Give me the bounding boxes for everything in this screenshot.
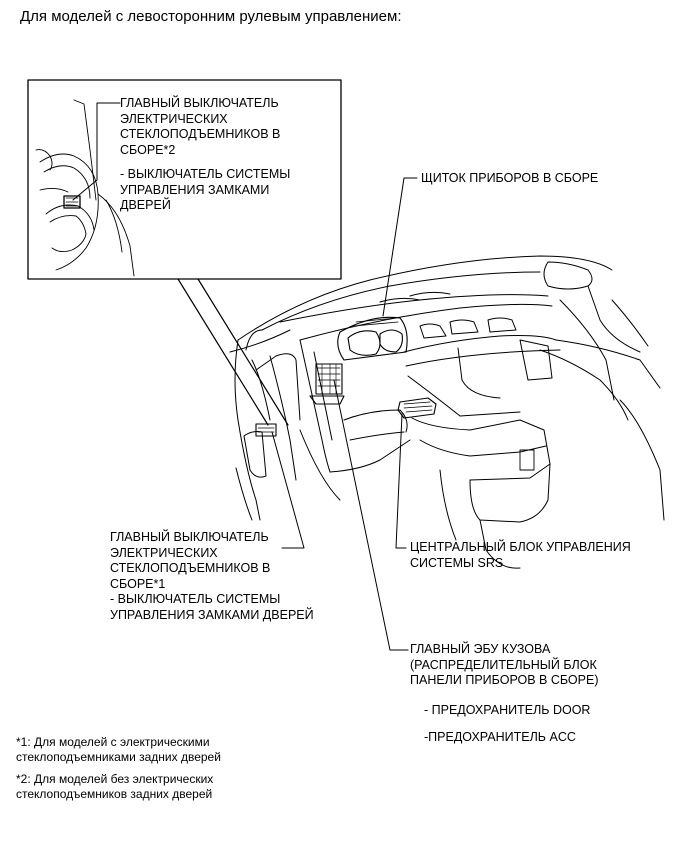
inset-to-door-leader [177, 278, 269, 426]
body-ecu-label: ГЛАВНЫЙ ЭБУ КУЗОВА (РАСПРЕДЕЛИТЕЛЬНЫЙ БЛ… [410, 642, 599, 687]
inset-frame [27, 79, 342, 280]
front-door-switch [255, 423, 277, 437]
body-ecu-leader [333, 379, 409, 651]
combination-meter [337, 316, 408, 361]
car-interior [229, 255, 665, 569]
footnote-2: *2: Для моделей без электрических стекло… [16, 772, 214, 801]
door-lock-switch-front-label: - ВЫКЛЮЧАТЕЛЬ СИСТЕМЫ УПРАВЛЕНИЯ ЗАМКАМИ… [110, 592, 314, 622]
combination-meter-label: ЩИТОК ПРИБОРОВ В СБОРЕ [421, 171, 599, 185]
body-ecu [309, 363, 345, 405]
inset-door-sketch [35, 99, 135, 277]
inset-leader [72, 102, 121, 201]
fuse-acc-label: -ПРЕДОХРАНИТЕЛЬ ACC [424, 730, 576, 744]
srs-unit [397, 397, 437, 419]
srs-leader [395, 413, 407, 549]
page-heading: Для моделей с левосторонним рулевым упра… [20, 8, 402, 25]
main-switch-front-label: ГЛАВНЫЙ ВЫКЛЮЧАТЕЛЬ ЭЛЕКТРИЧЕСКИХ СТЕКЛО… [110, 530, 271, 591]
meter-leader [382, 177, 418, 317]
main-switch-rear-label: ГЛАВНЫЙ ВЫКЛЮЧАТЕЛЬ ЭЛЕКТРИЧЕСКИХ СТЕКЛО… [120, 96, 281, 157]
footnote-1: *1: Для моделей с электрическими стеклоп… [16, 735, 221, 764]
srs-unit-label: ЦЕНТРАЛЬНЫЙ БЛОК УПРАВЛЕНИЯ СИСТЕМЫ SRS [410, 540, 631, 570]
front-switch-leader [271, 431, 305, 549]
door-lock-switch-rear-label: - ВЫКЛЮЧАТЕЛЬ СИСТЕМЫ УПРАВЛЕНИЯ ЗАМКАМИ… [120, 167, 291, 212]
fuse-door-label: - ПРЕДОХРАНИТЕЛЬ DOOR [424, 703, 591, 717]
